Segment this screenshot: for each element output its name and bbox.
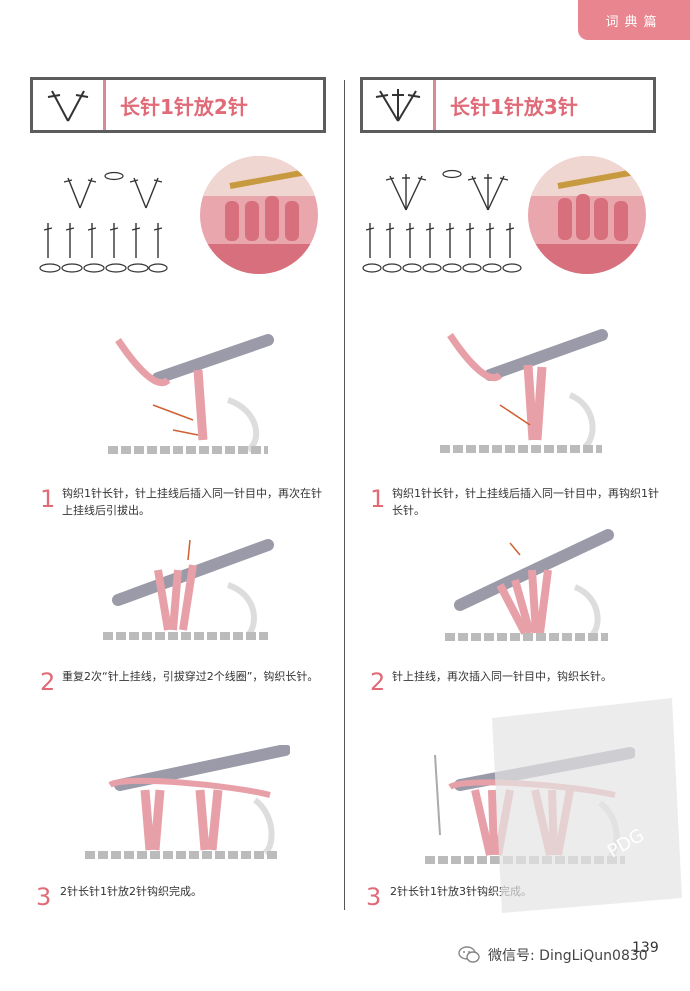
left-step3-text: 2针长针1针放2针钩织完成。 xyxy=(60,885,202,898)
right-step1-illustration xyxy=(440,329,608,453)
right-title-box: 长针1针放3针 xyxy=(360,77,656,133)
left-step3-illustration xyxy=(85,745,290,859)
section-tab: 词典篇 xyxy=(578,0,690,40)
left-title-box: 长针1针放2针 xyxy=(30,77,326,133)
right-stitch-chart xyxy=(362,169,522,273)
left-step1-number: 1 xyxy=(40,485,56,513)
left-stitch-chart xyxy=(39,171,168,273)
wechat-footer: 微信号: DingLiQun0830 xyxy=(458,945,648,965)
right-step3-number: 3 xyxy=(366,883,382,911)
right-sample-photo xyxy=(528,156,646,274)
left-step2-text: 重复2次“针上挂线，引拔穿过2个线圈”，钩织长针。 xyxy=(62,670,319,683)
wechat-icon xyxy=(458,946,480,963)
left-step1-text: 钩织1针长针，针上挂线后插入同一针目中，再次在针上挂线后引拔出。 xyxy=(62,487,322,517)
left-step1-illustration xyxy=(108,334,274,454)
wechat-id: 微信号: DingLiQun0830 xyxy=(488,948,648,964)
right-step2-illustration xyxy=(445,529,614,641)
left-step3-number: 3 xyxy=(36,883,52,911)
right-symbol xyxy=(363,80,436,130)
inc3-symbol-icon xyxy=(375,89,421,122)
page-number: 139 xyxy=(632,940,659,956)
left-sample-photo xyxy=(200,156,318,274)
right-step3-text: 2针长针1针放3针钩织完成。 xyxy=(390,885,532,898)
right-step1-text: 钩织1针长针，针上挂线后插入同一针目中，再钩织1针长针。 xyxy=(392,487,659,517)
left-step2-illustration xyxy=(103,539,274,640)
left-step2-number: 2 xyxy=(40,668,56,696)
left-title: 长针1针放2针 xyxy=(120,94,248,119)
left-symbol xyxy=(33,80,106,130)
right-title: 长针1针放3针 xyxy=(450,94,578,119)
inc2-symbol-icon xyxy=(47,90,89,122)
right-step2-number: 2 xyxy=(370,668,386,696)
right-step2-text: 针上挂线，再次插入同一针目中，钩织长针。 xyxy=(392,670,612,683)
right-step1-number: 1 xyxy=(370,485,386,513)
pdg-watermark: PDG xyxy=(492,698,682,913)
column-divider xyxy=(344,80,345,910)
